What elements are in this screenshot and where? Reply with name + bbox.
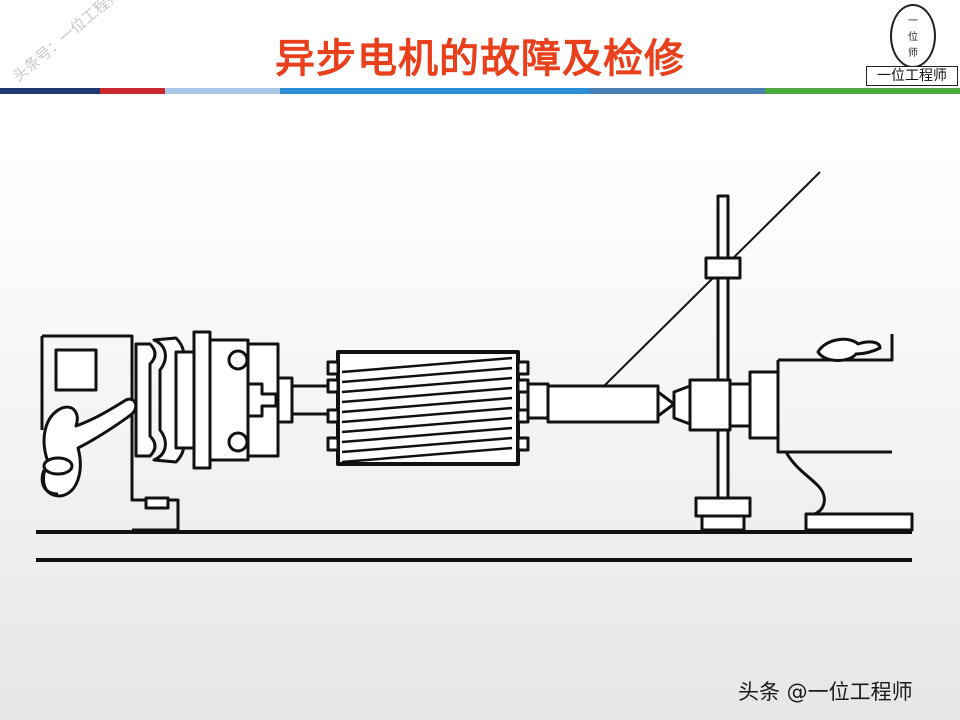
band-light-blue	[165, 88, 280, 94]
band-green	[765, 88, 960, 94]
band-blue	[280, 88, 590, 94]
band-steel	[590, 88, 765, 94]
band-navy	[0, 88, 100, 94]
output-shaft	[526, 382, 676, 424]
rotor-core	[326, 350, 530, 466]
tailstock	[672, 334, 914, 532]
band-red	[100, 88, 165, 94]
spindle-pulley	[134, 330, 330, 470]
footer-credit: 头条 @一位工程师	[738, 680, 913, 704]
logo-label: 一位工程师	[866, 66, 958, 86]
handle-lever	[40, 397, 138, 498]
indicator-stand	[603, 171, 821, 532]
brand-logo: 一 位 师 一位工程师	[866, 2, 958, 86]
headstock	[40, 334, 180, 532]
logo-glyph-bottom: 师	[908, 48, 918, 59]
slide-title: 异步电机的故障及检修	[275, 36, 685, 82]
logo-glyph-top: 一	[908, 16, 918, 27]
logo-glyph-mid: 位	[908, 32, 918, 43]
lathe-bed-rails	[36, 530, 912, 562]
